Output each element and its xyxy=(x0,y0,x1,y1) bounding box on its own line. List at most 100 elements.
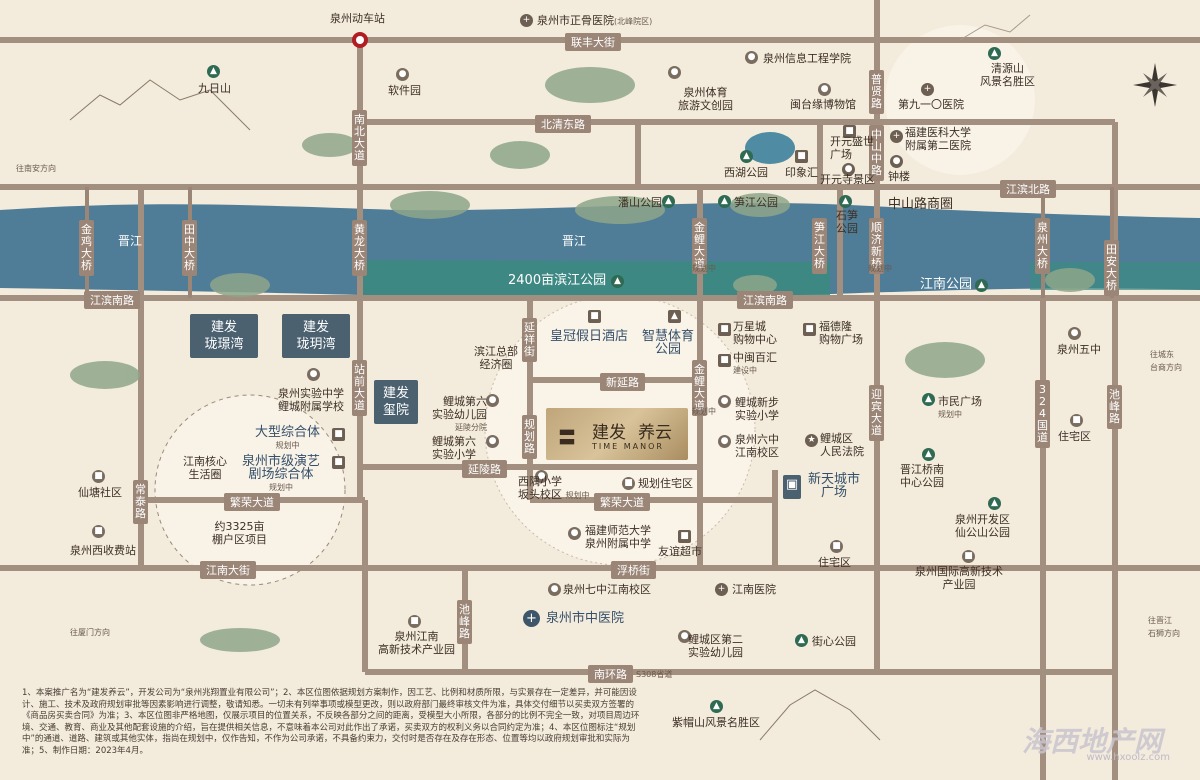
road-jiangbin-south-w: 江滨南路 xyxy=(84,291,140,309)
bridge-tianzhong: 田中大桥 xyxy=(182,220,197,276)
road-yanling: 延陵路 xyxy=(462,460,507,478)
poi-label: 泉州市正骨医院(北峰院区) xyxy=(537,14,653,27)
building-icon: ● xyxy=(396,68,409,81)
hospital-icon: + xyxy=(715,583,728,596)
road-nanbei: 南北大道 xyxy=(352,110,367,166)
temple-icon: ● xyxy=(842,163,855,176)
hospital-icon: + xyxy=(921,83,934,96)
poi-label: 泉州市级演艺 剧场综合体规划中 xyxy=(242,454,321,492)
sports-park-icon: ▲ xyxy=(668,310,681,323)
road-jiangnan: 江南大街 xyxy=(200,561,256,579)
poi-label: 中闽百汇建设中 xyxy=(733,351,777,375)
poi-label: 滨江总部 经济圈 xyxy=(474,345,518,371)
mall-icon: ■ xyxy=(803,323,816,336)
poi-label: 仙塘社区 xyxy=(78,486,122,499)
poi-label: 西隅小学 坂头校区 规划中 xyxy=(518,475,590,501)
road-guihua: 规划路 xyxy=(522,415,537,459)
poi-label: 泉州七中江南校区 xyxy=(563,583,651,596)
jiurishan-mountain xyxy=(69,79,251,131)
road-changtai: 常泰路 xyxy=(133,480,148,524)
school-icon: ● xyxy=(568,527,581,540)
compass-icon xyxy=(1133,63,1177,107)
project-xiyuan[interactable]: 建发 玺院 xyxy=(374,380,418,424)
bridge-huanglong: 黄龙大桥 xyxy=(352,220,367,276)
direction-label: 往厦门方向 xyxy=(70,628,110,637)
jinjiang-river xyxy=(0,203,1200,295)
poi-label: 泉州实验中学 鲤城附属学校 xyxy=(278,387,344,413)
poi-label: 开元寺景区 xyxy=(820,173,875,186)
road-note: S308省道 xyxy=(636,670,673,679)
project-longyuewan[interactable]: 建发 珑玥湾 xyxy=(282,314,350,358)
jiangnan-circle xyxy=(154,394,346,586)
poi-label: 笋江公园 xyxy=(734,196,778,209)
disclaimer-footnote: 1、本案推广名为“建发养云”，开发公司为“泉州兆翔置业有限公司”；2、本区位图依… xyxy=(22,688,640,756)
park-icon: ▲ xyxy=(740,150,753,163)
school-icon: ● xyxy=(548,583,561,596)
logo-cn-1: 建发 xyxy=(592,423,626,443)
mall-icon: ■ xyxy=(795,150,808,163)
road-jiangbin-south-e: 江滨南路 xyxy=(737,291,793,309)
poi-label: 晋江桥南 中心公园 xyxy=(900,463,944,489)
poi-label: 清源山 风景名胜区 xyxy=(980,62,1035,88)
qingyuan-mountain xyxy=(959,14,1031,41)
scenic-icon: ▲ xyxy=(988,47,1001,60)
west-lake xyxy=(745,132,795,164)
riverside-park-strip xyxy=(360,260,830,297)
poi-label: 泉州西收费站 xyxy=(70,544,136,557)
park-icon: ▲ xyxy=(922,393,935,406)
school-icon: ● xyxy=(535,470,548,483)
road-yanxiang: 延祥街 xyxy=(522,318,537,362)
halo-circle xyxy=(885,25,1035,175)
hotel-icon: ■ xyxy=(588,310,601,323)
poi-label: 泉州信息工程学院 xyxy=(763,52,851,65)
poi-label: 鲤城区 人民法院 xyxy=(820,432,864,458)
poi-label: 石笋 公园 xyxy=(836,209,858,235)
school-icon: ● xyxy=(307,368,320,381)
poi-label: 住宅区 xyxy=(818,556,851,569)
poi-label: 钟楼 xyxy=(888,170,910,183)
bridge-tianan: 田安大桥 xyxy=(1104,240,1119,296)
park-icon: ▲ xyxy=(922,448,935,461)
road-puxian: 普贤路 xyxy=(869,70,884,114)
park-icon: ▲ xyxy=(795,634,808,647)
sports-icon: ● xyxy=(668,66,681,79)
poi-label: 福建医科大学 附属第二医院 xyxy=(905,126,971,152)
poi-label: 印象汇 xyxy=(785,166,818,179)
poi-label: 中山路商圈 xyxy=(888,197,954,212)
poi-label: 江南公园 xyxy=(920,277,973,292)
road-lianfeng: 联丰大街 xyxy=(565,33,621,51)
museum-icon: ● xyxy=(818,83,831,96)
school-icon: ● xyxy=(718,395,731,408)
scenic-icon: ▲ xyxy=(207,65,220,78)
poi-label: 鲤城新步 实验小学 xyxy=(735,396,779,422)
supermarket-icon: ■ xyxy=(678,530,691,543)
river-label: 晋江 xyxy=(562,234,587,248)
watermark: 海西地产网 xyxy=(1021,725,1162,758)
project-longjingwan[interactable]: 建发 珑璟湾 xyxy=(190,314,258,358)
school-icon: ● xyxy=(1068,327,1081,340)
poi-label: 规划住宅区 xyxy=(638,477,693,490)
industry-icon: ■ xyxy=(408,615,421,628)
poi-label: 泉州市中医院 xyxy=(546,611,625,626)
mall-icon: ■ xyxy=(843,125,856,138)
poi-label: 泉州动车站 xyxy=(330,12,385,25)
residence-icon: ■ xyxy=(622,477,635,490)
mall-icon: ■ xyxy=(718,354,731,367)
direction-label: 往城东 台商方向 xyxy=(1150,350,1182,372)
poi-label: 鲤城第六 实验幼儿园延陵分院 xyxy=(432,395,487,432)
poi-label: 市民广场规划中 xyxy=(938,395,982,419)
mall-icon: ■ xyxy=(332,428,345,441)
watermark-url: www.hxoolz.com xyxy=(1086,752,1170,763)
poi-label: 第九一〇医院 xyxy=(898,98,964,111)
project-logo[interactable]: 〓 建发 养云 TIME MANOR xyxy=(546,408,688,460)
tree-clusters xyxy=(70,67,1095,652)
poi-label: 福建师范大学 泉州附属中学 xyxy=(585,524,651,550)
road-chifeng-s: 池峰路 xyxy=(457,600,472,644)
poi-label: 泉州五中 xyxy=(1057,343,1101,356)
bridge-sunjiang: 笋江大桥 xyxy=(812,218,827,274)
planned-tag: 规划中 xyxy=(868,264,892,273)
poi-label: 泉州江南 高新技术产业园 xyxy=(378,630,455,656)
poi-label: 皇冠假日酒店 xyxy=(550,329,629,344)
road-beiqing-east: 北清东路 xyxy=(535,115,591,133)
bell-tower-icon: ● xyxy=(890,155,903,168)
